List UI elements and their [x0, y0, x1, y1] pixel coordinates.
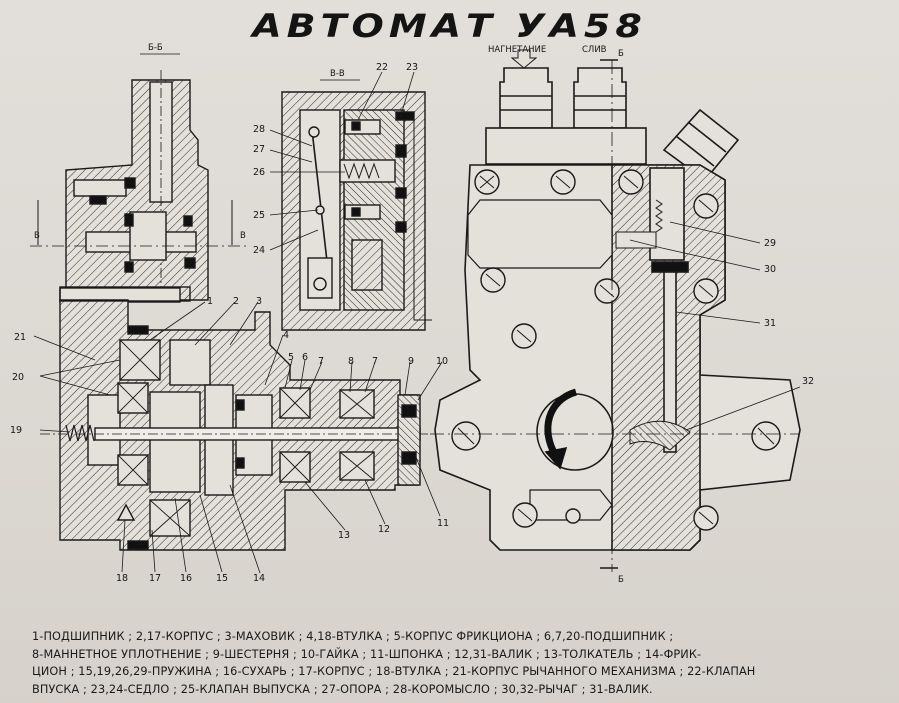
- callout-7: 7: [318, 356, 324, 367]
- parts-legend: 1-ПОДШИПНИК ; 2,17-КОРПУС ; 3-МАХОВИК ; …: [32, 628, 882, 698]
- callout-25: 25: [253, 210, 265, 221]
- callout-4: 4: [283, 330, 289, 341]
- callout-21: 21: [14, 332, 26, 343]
- callout-12: 12: [378, 524, 390, 535]
- callout-3: 3: [256, 296, 262, 307]
- callout-18: 18: [116, 573, 128, 584]
- callout-14: 14: [253, 573, 265, 584]
- legend-line: 8-МАННЕТНОЕ УПЛОТНЕНИЕ ; 9-ШЕСТЕРНЯ ; 10…: [32, 647, 702, 661]
- callout-22: 22: [376, 62, 388, 73]
- front-view: [434, 49, 801, 551]
- cut-label-b-top: Б: [618, 49, 624, 59]
- callout-9: 9: [408, 356, 414, 367]
- callout-7b: 7: [372, 356, 378, 367]
- callout-2: 2: [233, 296, 239, 307]
- legend-line: ЦИОН ; 15,19,26,29-ПРУЖИНА ; 16-СУХАРЬ ;…: [32, 665, 756, 678]
- callout-29: 29: [764, 238, 776, 249]
- section-vv-view: В-В: [281, 69, 432, 331]
- callout-17: 17: [149, 573, 161, 584]
- section-vv-label: В-В: [330, 69, 345, 79]
- legend-line: 1-ПОДШИПНИК ; 2,17-КОРПУС ; 3-МАХОВИК ; …: [32, 630, 674, 643]
- callout-10: 10: [436, 356, 448, 367]
- section-bb-view: [40, 70, 430, 551]
- callout-20: 20: [12, 372, 24, 383]
- callout-26: 26: [253, 167, 265, 178]
- port-label-discharge: НАГНЕТАНИЕ: [488, 45, 546, 55]
- callout-8: 8: [348, 356, 354, 367]
- leader-lines: [33, 71, 801, 574]
- callout-1: 1: [207, 296, 213, 307]
- callout-27: 27: [253, 144, 265, 155]
- callout-28: 28: [253, 124, 265, 135]
- legend-line: ВПУСКА ; 23,24-СЕДЛО ; 25-КЛАПАН ВЫПУСКА…: [32, 682, 653, 696]
- callout-6: 6: [302, 352, 308, 363]
- drawing-title: АВТОМАТ УА58: [252, 7, 647, 45]
- callout-24: 24: [253, 245, 265, 256]
- cut-label-v-right: В: [240, 231, 246, 241]
- callout-5: 5: [288, 352, 294, 363]
- callout-31: 31: [764, 318, 776, 329]
- callout-11: 11: [437, 518, 449, 529]
- cut-line-b: [430, 59, 800, 572]
- cut-line-v: [30, 200, 250, 247]
- callout-13: 13: [338, 530, 350, 541]
- cut-label-v-left: В: [34, 231, 40, 241]
- callout-23: 23: [406, 62, 418, 73]
- cut-label-b-bottom: Б: [618, 575, 624, 585]
- callout-19: 19: [10, 425, 22, 436]
- callout-15: 15: [216, 573, 228, 584]
- section-bb-label: Б-Б: [148, 43, 163, 53]
- callout-16: 16: [180, 573, 192, 584]
- callout-32: 32: [802, 376, 814, 387]
- callout-numbers: 1 2 3 4 5 6 7 8 7 9 10 11 12 13 14 15 16…: [10, 62, 814, 584]
- port-label-drain: СЛИВ: [582, 45, 607, 55]
- callout-30: 30: [764, 264, 776, 275]
